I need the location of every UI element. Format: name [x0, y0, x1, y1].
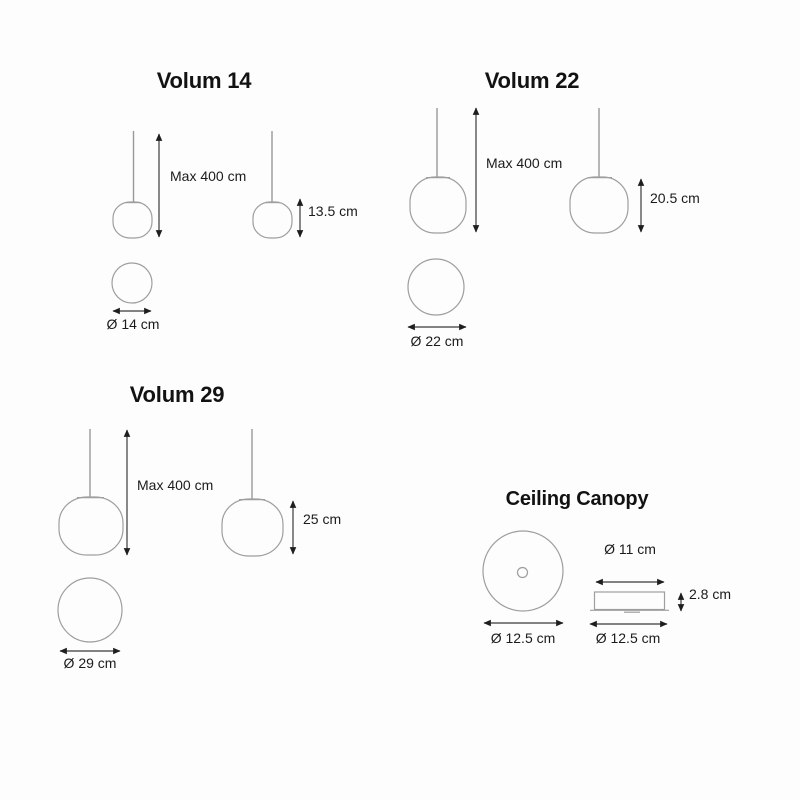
canopy-top-view-circle: [482, 530, 564, 612]
volum29-top-view-circle: [57, 577, 123, 643]
volum14-shade2-outline: [252, 201, 293, 239]
volum14-shade-height-label: 13.5 cm: [308, 203, 358, 219]
volum14-diameter-label: Ø 14 cm: [106, 316, 160, 332]
canopy-side-view-body: [593, 591, 666, 611]
volum22-title: Volum 22: [484, 68, 580, 93]
volum29-shade-height-label: 25 cm: [303, 511, 342, 527]
volum14-max-drop-label: Max 400 cm: [170, 168, 247, 184]
volum29-shade2-outline: [221, 498, 284, 557]
volum29-drawing: [57, 429, 297, 655]
volum22-shade-height-label: 20.5 cm: [650, 190, 700, 206]
volum22-diameter-label: Ø 22 cm: [410, 333, 464, 349]
volum22-shade2-outline: [569, 176, 629, 234]
volum14-drawing: [111, 131, 304, 315]
volum14-top-view-circle: [111, 262, 153, 304]
volum29-shade-outline: [58, 496, 124, 556]
canopy-side-top-diameter-label: Ø 11 cm: [604, 541, 656, 557]
ceiling-canopy-drawing: [482, 530, 685, 628]
volum22-shade-outline: [409, 176, 467, 234]
canopy-top-view-diameter-label: Ø 12.5 cm: [490, 630, 556, 646]
volum29-title: Volum 29: [129, 382, 225, 407]
ceiling-canopy-title: Ceiling Canopy: [505, 488, 649, 510]
canopy-side-base-diameter-label: Ø 12.5 cm: [595, 630, 661, 646]
volum14-title: Volum 14: [156, 68, 252, 93]
canopy-center-hole: [516, 566, 529, 579]
volum14-shade-outline: [112, 201, 153, 239]
volum22-top-view-circle: [407, 258, 465, 316]
canopy-side-height-label: 2.8 cm: [689, 586, 732, 602]
volum22-drawing: [407, 107, 645, 331]
volum22-max-drop-label: Max 400 cm: [486, 155, 563, 171]
volum29-max-drop-label: Max 400 cm: [137, 477, 214, 493]
volum29-diameter-label: Ø 29 cm: [63, 655, 117, 671]
